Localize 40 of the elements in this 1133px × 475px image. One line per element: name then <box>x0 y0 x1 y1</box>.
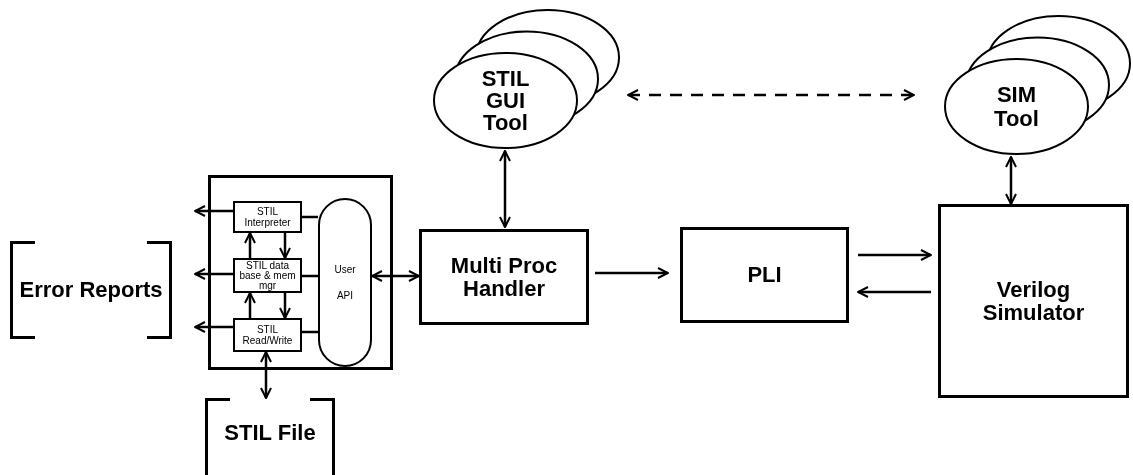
process-box <box>233 318 302 352</box>
node-label: STIL Interpreter <box>243 206 292 228</box>
process-box <box>233 201 302 233</box>
arrow <box>194 205 233 217</box>
stacked-ovals <box>944 15 1131 155</box>
arrow <box>244 232 256 258</box>
api-pill <box>318 198 372 367</box>
stacked-ovals <box>433 9 620 149</box>
node-label: PLI <box>747 262 782 288</box>
arrow <box>244 292 256 318</box>
arrow <box>858 249 932 261</box>
arrow <box>279 233 291 259</box>
arrow <box>499 150 511 228</box>
connector-line <box>302 274 318 278</box>
arrow <box>627 89 915 101</box>
arrow <box>279 293 291 319</box>
node-label: Multi Proc Handler <box>449 253 559 301</box>
arrow <box>1005 156 1017 205</box>
process-box <box>680 227 849 323</box>
node-label: User API <box>333 262 357 303</box>
node-label: SIM Tool <box>993 83 1040 130</box>
arrow <box>194 321 233 333</box>
arrow <box>595 267 669 279</box>
bracket-frame <box>205 398 335 472</box>
node-label: Error Reports <box>19 277 163 303</box>
node-label: STIL File <box>224 420 316 446</box>
connector-line <box>302 330 318 334</box>
node-label: Verilog Simulator <box>981 277 1086 325</box>
bracket-frame <box>10 241 172 339</box>
process-box <box>938 204 1129 398</box>
module-box <box>208 175 393 370</box>
connector-line <box>302 215 318 219</box>
arrow <box>371 270 420 282</box>
process-box <box>419 229 589 325</box>
arrow <box>857 286 931 298</box>
node-label: STIL GUI Tool <box>480 67 531 134</box>
arrow <box>260 351 272 399</box>
arrow <box>194 268 233 280</box>
node-label: STIL Read/Write <box>241 324 294 346</box>
node-label: STIL data base & mem mgr <box>238 260 297 291</box>
